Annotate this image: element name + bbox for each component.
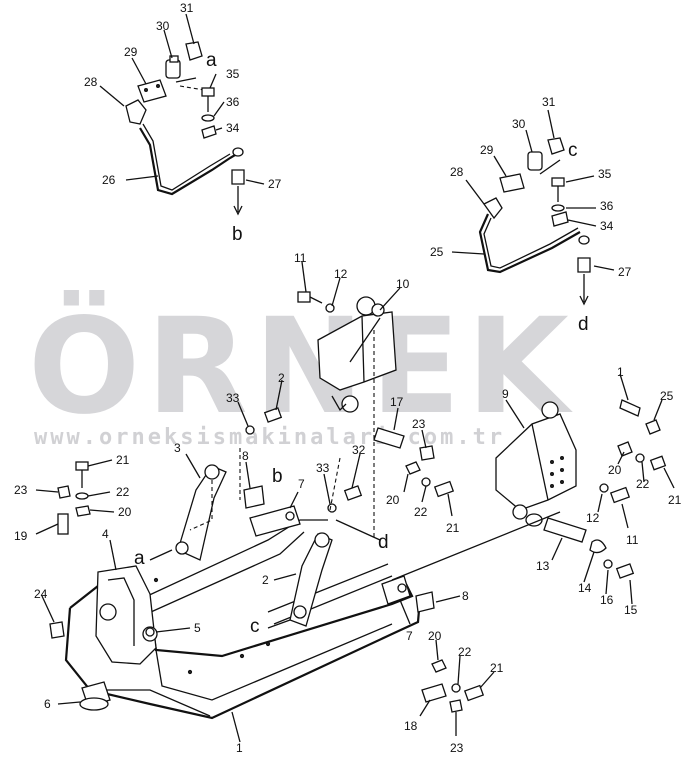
watermark-text: ÖRNEK (28, 290, 575, 444)
callout-12: 12 (334, 267, 348, 281)
callout-31: 31 (542, 95, 556, 109)
callout-3: 3 (174, 441, 181, 455)
callout-21: 21 (446, 521, 460, 535)
callout-4: 4 (102, 527, 109, 541)
callout-34: 34 (226, 121, 240, 135)
callout-33: 33 (226, 391, 240, 405)
callout-9: 9 (502, 387, 509, 401)
callout-5: 5 (194, 621, 201, 635)
callout-28: 28 (450, 165, 464, 179)
callout-12: 12 (586, 511, 600, 525)
callout-36: 36 (600, 199, 614, 213)
callout-31: 31 (180, 1, 194, 15)
connector-labels: a a b b c c d d (134, 50, 589, 637)
callout-19: 19 (14, 529, 28, 543)
callout-22: 22 (458, 645, 472, 659)
callout-29: 29 (124, 45, 138, 59)
callout-6: 6 (44, 697, 51, 711)
callout-21: 21 (116, 453, 130, 467)
callout-1: 1 (236, 741, 243, 755)
callout-22: 22 (116, 485, 130, 499)
connector-b: b (272, 466, 283, 487)
callout-30: 30 (512, 117, 526, 131)
callout-17: 17 (390, 395, 404, 409)
callout-23: 23 (450, 741, 464, 755)
callout-10: 10 (396, 277, 410, 291)
callout-36: 36 (226, 95, 240, 109)
main-frame (35, 379, 561, 743)
callout-23: 23 (14, 483, 28, 497)
bracket-assembly-upper (297, 261, 401, 540)
callout-labels: 1 1 2 2 3 4 5 6 7 7 8 8 9 10 11 11 12 12… (14, 1, 682, 755)
callout-7: 7 (298, 477, 305, 491)
callout-18: 18 (404, 719, 418, 733)
callout-2: 2 (278, 371, 285, 385)
callout-26: 26 (102, 173, 116, 187)
connector-c: c (568, 140, 578, 161)
callout-24: 24 (34, 587, 48, 601)
callout-23: 23 (412, 417, 426, 431)
callout-21: 21 (490, 661, 504, 675)
connector-b: b (232, 224, 243, 245)
callout-27: 27 (618, 265, 632, 279)
callout-7: 7 (406, 629, 413, 643)
callout-32: 32 (352, 443, 366, 457)
connector-d: d (578, 314, 589, 335)
bolt-holes (550, 456, 564, 488)
callout-21: 21 (668, 493, 682, 507)
callout-25: 25 (660, 389, 674, 403)
callout-16: 16 (600, 593, 614, 607)
callout-11: 11 (294, 251, 307, 265)
callout-35: 35 (226, 67, 240, 81)
callout-20: 20 (386, 493, 400, 507)
callout-22: 22 (414, 505, 428, 519)
connector-a: a (206, 50, 217, 71)
callout-35: 35 (598, 167, 612, 181)
connector-a: a (134, 548, 145, 569)
callout-34: 34 (600, 219, 614, 233)
watermark-url: www.orneksismakinalari.com.tr (34, 425, 505, 450)
callout-8: 8 (462, 589, 469, 603)
hose-assembly-left (99, 13, 265, 216)
callout-25: 25 (430, 245, 444, 259)
callout-28: 28 (84, 75, 98, 89)
watermark: ÖRNEK www.orneksismakinalari.com.tr (28, 290, 575, 450)
callout-27: 27 (268, 177, 282, 191)
callout-13: 13 (536, 559, 550, 573)
callout-8: 8 (242, 449, 249, 463)
callout-30: 30 (156, 19, 170, 33)
callout-33: 33 (316, 461, 330, 475)
callout-29: 29 (480, 143, 494, 157)
callout-20: 20 (608, 463, 622, 477)
callout-11: 11 (626, 533, 639, 547)
callout-20: 20 (118, 505, 132, 519)
hose-assembly-right (451, 109, 615, 306)
pin-hardware-center (373, 407, 455, 517)
callout-22: 22 (636, 477, 650, 491)
callout-14: 14 (578, 581, 592, 595)
callout-1: 1 (617, 365, 624, 379)
bracket-assembly-right (495, 373, 675, 605)
connector-d: d (378, 532, 389, 553)
callout-2: 2 (262, 573, 269, 587)
connector-c: c (250, 616, 260, 637)
callout-15: 15 (624, 603, 638, 617)
callout-20: 20 (428, 629, 442, 643)
